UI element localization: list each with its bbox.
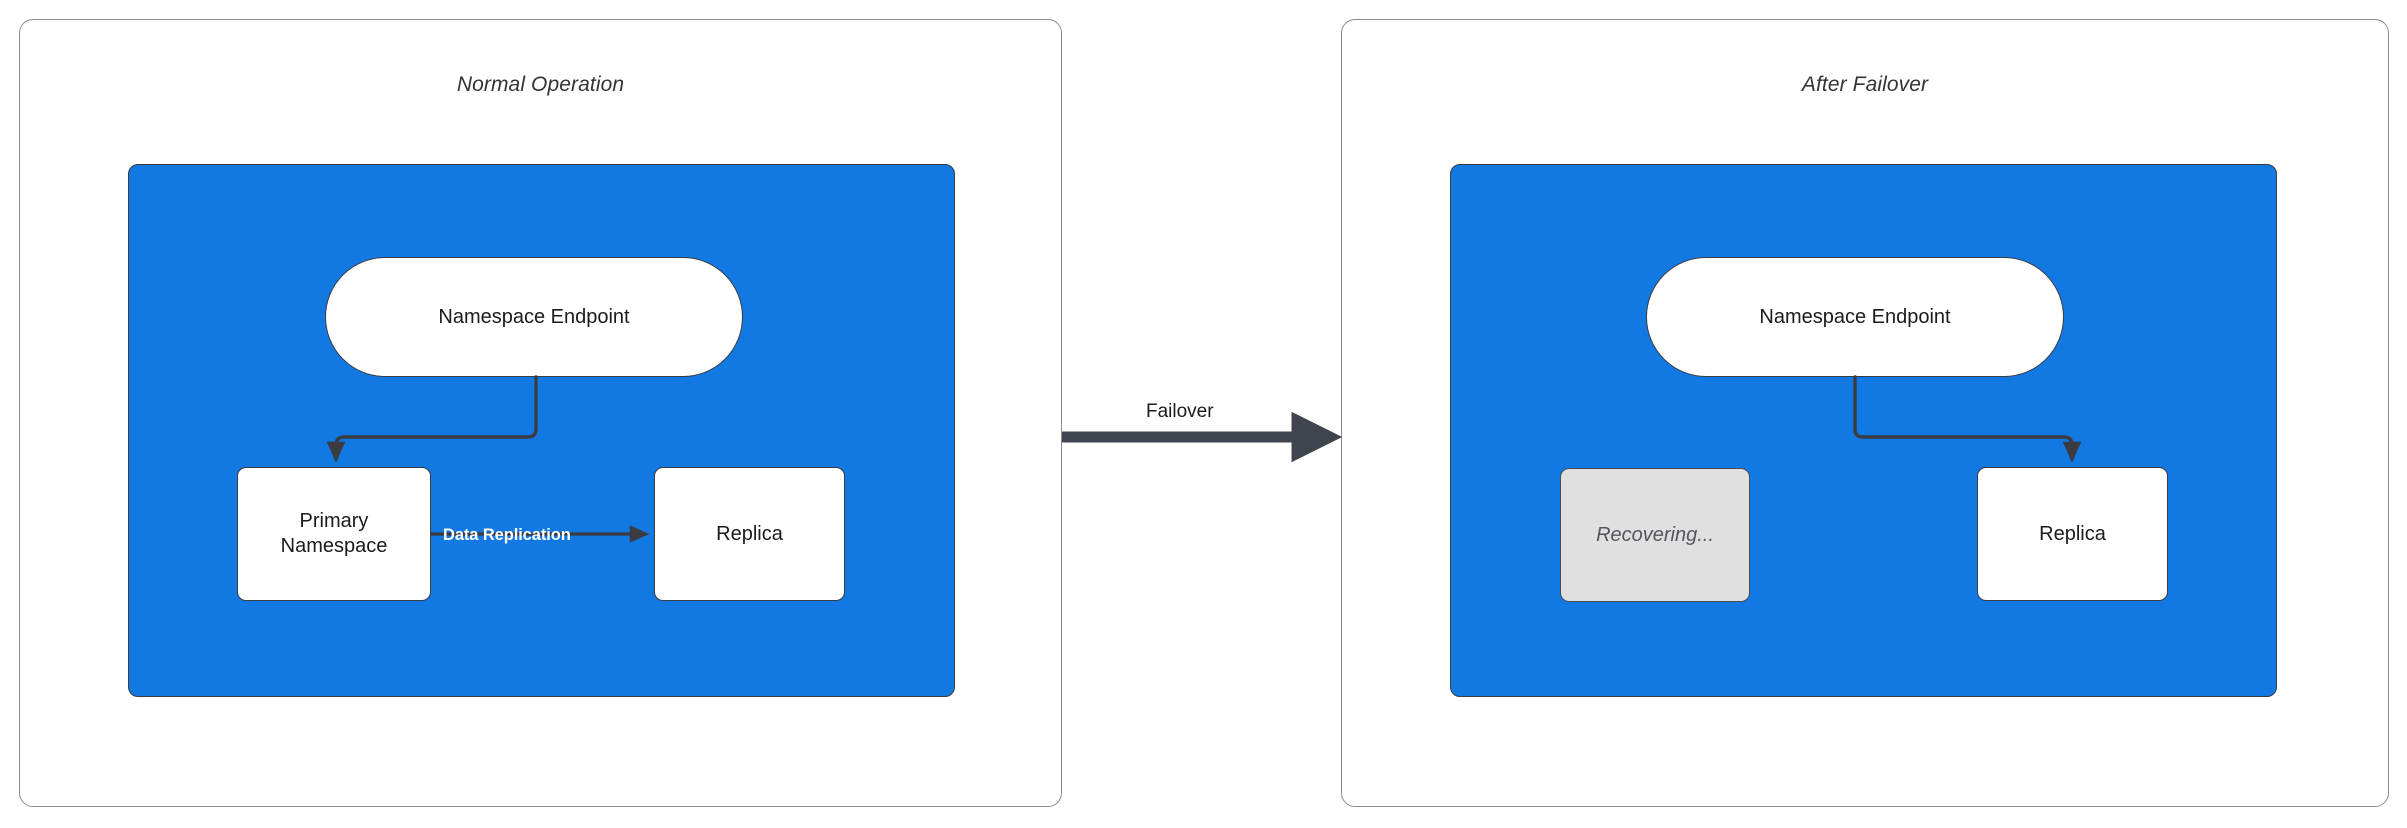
region-normal-operation: [128, 164, 955, 697]
node-replica-right[interactable]: Replica: [1977, 467, 2168, 601]
node-namespace-endpoint-left[interactable]: Namespace Endpoint: [325, 257, 743, 377]
node-primary-namespace-line2: Namespace: [280, 535, 388, 557]
edge-label-data-replication: Data Replication: [443, 526, 571, 544]
node-recovering[interactable]: Recovering...: [1560, 468, 1750, 602]
node-replica-left[interactable]: Replica: [654, 467, 845, 601]
edge-label-failover: Failover: [1146, 401, 1214, 422]
panel-title-after-failover: After Failover: [1801, 73, 1929, 96]
node-primary-namespace[interactable]: Primary Namespace: [237, 467, 431, 601]
node-namespace-endpoint-right[interactable]: Namespace Endpoint: [1646, 257, 2064, 377]
region-after-failover: [1450, 164, 2277, 697]
node-primary-namespace-line1: Primary: [299, 510, 369, 533]
panel-title-normal-operation: Normal Operation: [456, 73, 625, 96]
